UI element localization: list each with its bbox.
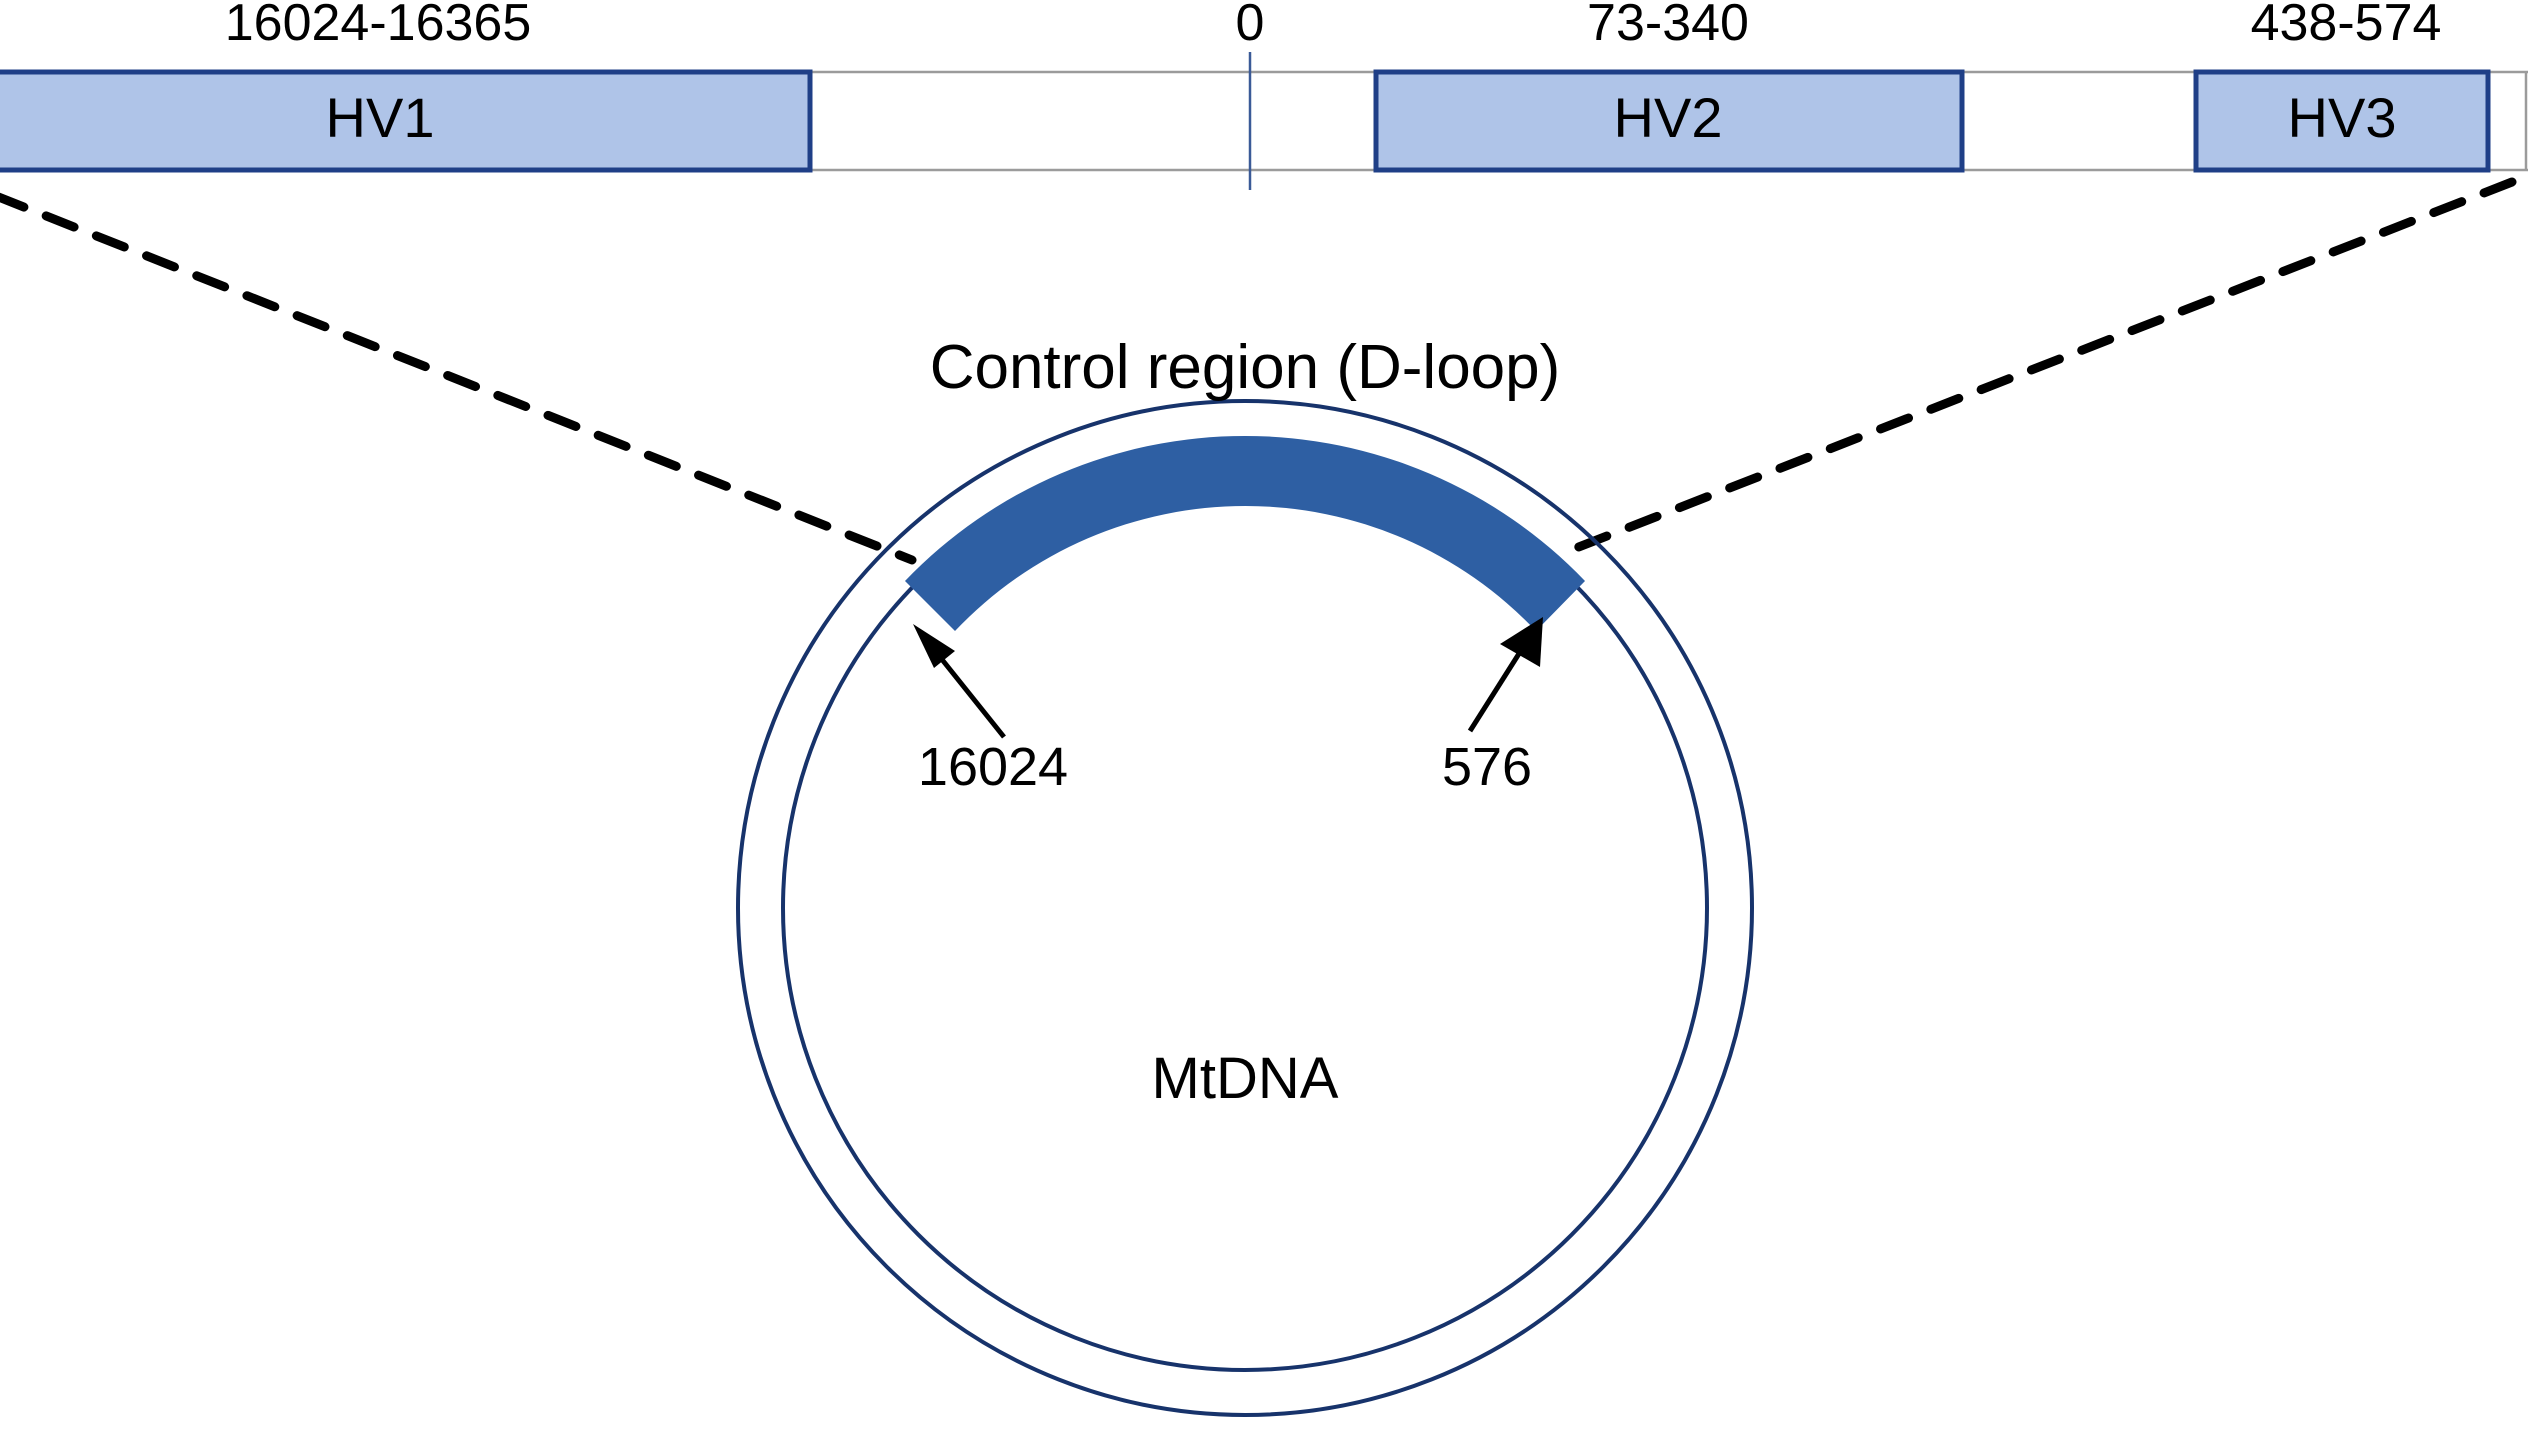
control-region-arc[interactable]	[905, 435, 1585, 631]
start-position-label: 16024	[918, 737, 1068, 797]
control-region-title: Control region (D-loop)	[930, 333, 1561, 402]
end-position-label: 576	[1442, 737, 1532, 797]
region-label-hv3: HV3	[2288, 86, 2397, 149]
region-label-hv2: HV2	[1614, 86, 1723, 149]
region-box-hv1[interactable]	[0, 69, 813, 173]
region-box-hv3[interactable]	[2193, 69, 2491, 173]
coord-label-zero: 0	[1236, 0, 1265, 52]
end-position-arrow	[1467, 617, 1543, 733]
coord-label-hv2: 73-340	[1587, 0, 1749, 52]
genome-outer-circle	[736, 399, 1754, 1417]
dashed-connector-right	[1561, 177, 2517, 557]
dashed-connector-left	[0, 192, 917, 565]
coord-label-hv1: 16024-16365	[225, 0, 532, 52]
region-box-hv2[interactable]	[1373, 69, 1965, 173]
coord-label-hv3: 438-574	[2251, 0, 2442, 52]
genome-center-label: MtDNA	[1152, 1046, 1339, 1111]
start-position-arrow	[913, 624, 1006, 739]
region-label-hv1: HV1	[326, 86, 435, 149]
